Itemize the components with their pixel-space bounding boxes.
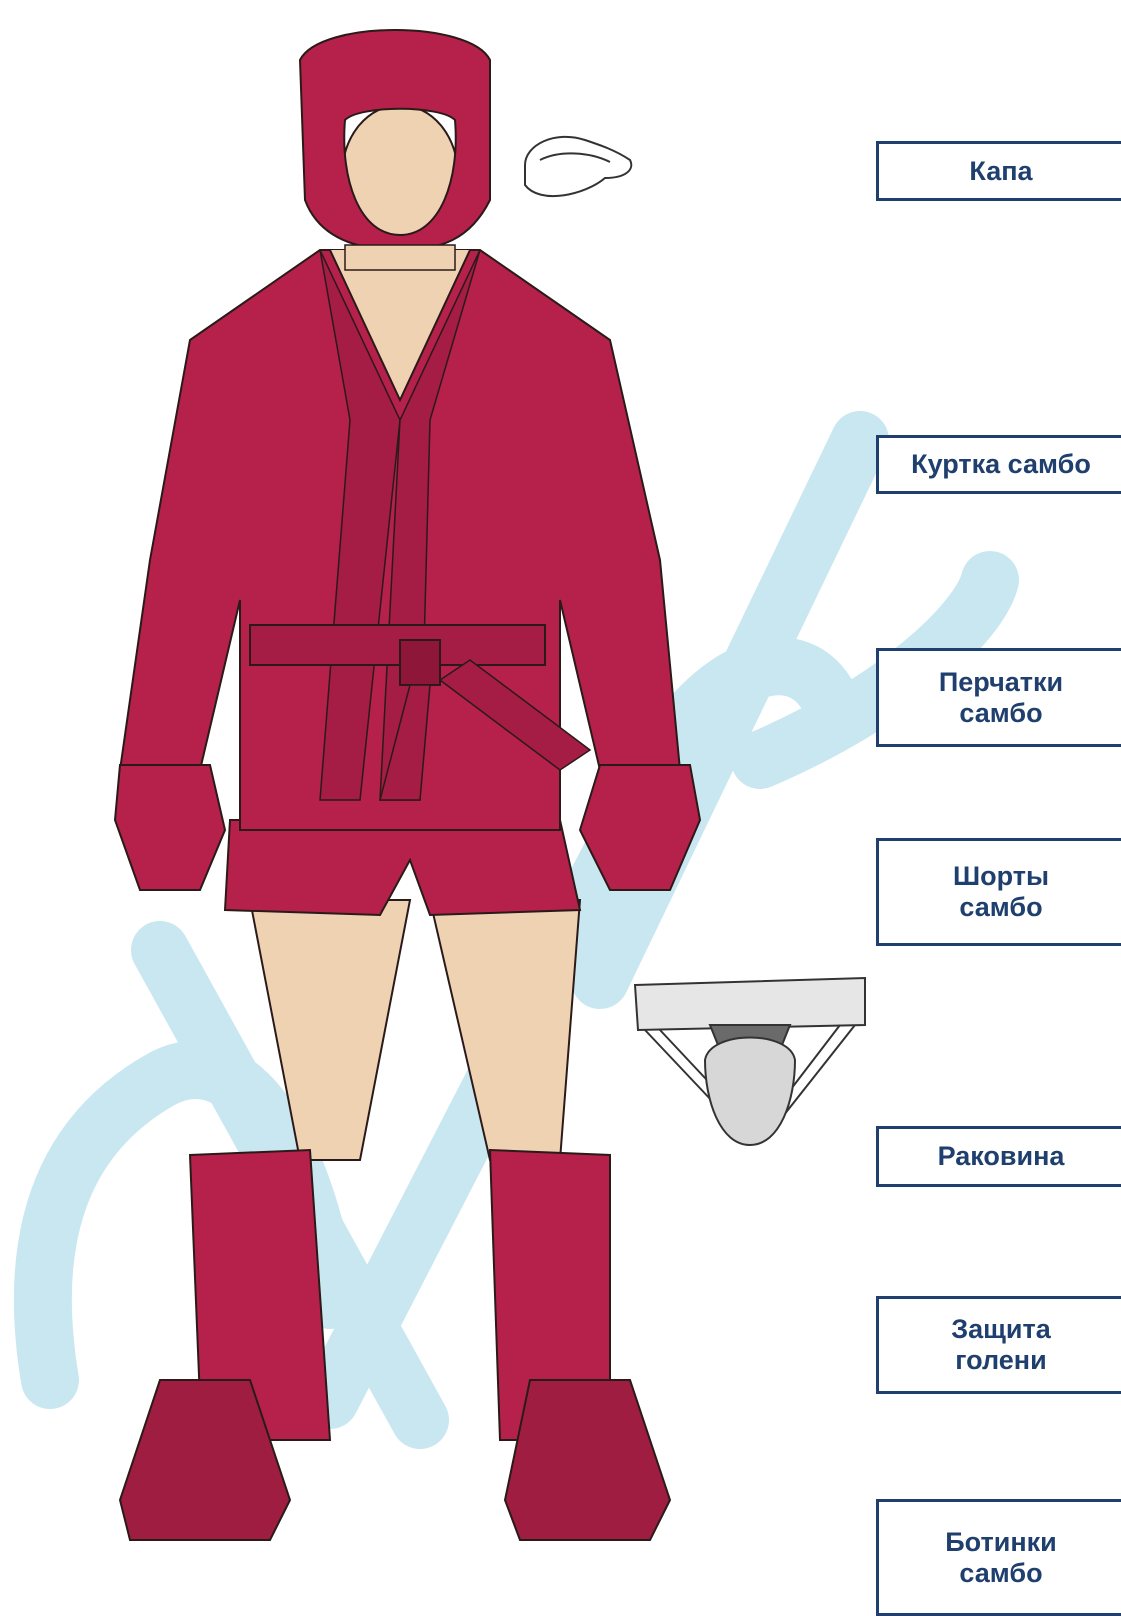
label-gloves-line2: самбо — [959, 698, 1042, 729]
label-shin-guard: Защита голени — [876, 1296, 1121, 1394]
label-shorts-line1: Шорты — [953, 861, 1049, 892]
label-boots-line1: Ботинки — [945, 1527, 1056, 1558]
sambo-athlete — [115, 30, 700, 1540]
label-shin-guard-line2: голени — [955, 1345, 1046, 1376]
label-groin-guard: Раковина — [876, 1126, 1121, 1187]
label-shorts: Шорты самбо — [876, 838, 1121, 946]
label-mouthguard-text: Капа — [969, 156, 1032, 187]
label-mouthguard: Капа — [876, 141, 1121, 201]
right-boot — [505, 1380, 670, 1540]
label-gloves-line1: Перчатки — [939, 667, 1063, 698]
label-gloves: Перчатки самбо — [876, 648, 1121, 747]
groin-guard-icon — [635, 978, 865, 1145]
label-groin-guard-text: Раковина — [938, 1141, 1065, 1172]
mouthguard-icon — [525, 137, 631, 196]
label-jacket: Куртка самбо — [876, 435, 1121, 494]
label-boots: Ботинки самбо — [876, 1499, 1121, 1616]
label-shorts-line2: самбо — [959, 892, 1042, 923]
left-glove — [115, 765, 225, 890]
label-boots-line2: самбо — [959, 1558, 1042, 1589]
label-jacket-text: Куртка самбо — [911, 449, 1091, 480]
sambo-belt — [250, 625, 545, 665]
label-shin-guard-line1: Защита — [951, 1314, 1051, 1345]
